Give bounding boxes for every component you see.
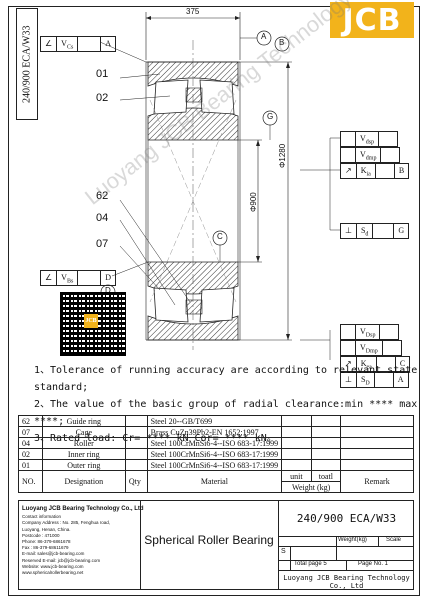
datum-b-circle xyxy=(274,36,290,52)
datum-a-label: A xyxy=(261,32,267,41)
frame-vbs-val: VBs xyxy=(57,271,79,285)
datum-c-label: C xyxy=(217,232,223,241)
callout-62: 62 xyxy=(96,190,109,202)
frame-sd-outer-val: SD xyxy=(357,373,375,387)
frame-kea-sym: ↗ xyxy=(341,357,357,371)
qr-badge: JCB xyxy=(84,314,98,328)
parts-header-row-2: Weight (kg) xyxy=(19,481,414,493)
model-number: 240/900 ECA/W33 xyxy=(296,511,397,525)
datum-d-label: D xyxy=(105,286,111,295)
frame-vdmp-outer: VDmp xyxy=(340,340,402,356)
frame-vcs-ref: A xyxy=(105,39,112,48)
frame-sd: ⊥ Sd G xyxy=(340,223,410,239)
frame-vdmp: Vdmp xyxy=(340,147,401,163)
s-label: S xyxy=(281,548,286,555)
frame-kea-ref: C xyxy=(399,359,406,368)
scale-label: Scale xyxy=(386,537,402,543)
bearing-title: Spherical Roller Bearing xyxy=(144,533,274,547)
inner-diameter-dimension: Φ900 xyxy=(249,192,258,212)
note-1: 1、Tolerance of running accuracy are acco… xyxy=(34,365,418,393)
frame-kia-sym: ↗ xyxy=(341,164,357,178)
frame-sd-outer: ⊥ SD A xyxy=(340,372,409,388)
frame-sd-outer-ref: A xyxy=(397,375,404,384)
callout-01: 01 xyxy=(96,68,109,80)
frame-vbs-sym: ∠ xyxy=(41,271,58,285)
parts-header-row: NO. Designation Qty Material unit toatl … xyxy=(18,470,414,493)
company-info: Luoyang JCB Bearing Technology Co., Ltd … xyxy=(22,506,144,576)
datum-b-label: B xyxy=(279,38,285,47)
company-name: Luoyang JCB Bearing Technology Co., Ltd xyxy=(22,506,144,512)
frame-vdsp-val: Vdsp xyxy=(356,132,380,146)
frame-kia: ↗ Kia B xyxy=(340,163,410,179)
total-pages: Total page 5 xyxy=(294,561,327,567)
frame-vdmp-outer-val: VDmp xyxy=(356,341,383,355)
width-dimension: 375 xyxy=(186,7,200,16)
logo-text: JCB xyxy=(342,2,402,38)
page-number: Page No. 1 xyxy=(358,561,389,567)
frame-vbs-ref: D xyxy=(105,273,112,282)
frame-kia-ref: B xyxy=(398,166,405,175)
callout-02: 02 xyxy=(96,92,109,104)
callout-07: 07 xyxy=(96,238,109,250)
outer-ring-top xyxy=(147,61,239,87)
company-footer: Luoyang JCB Bearing Technology Co., Ltd xyxy=(283,574,410,590)
frame-sd-outer-sym: ⊥ xyxy=(341,373,357,387)
frame-vcs-sym: ∠ xyxy=(41,37,58,51)
outer-diameter-dimension: Φ1280 xyxy=(278,143,287,168)
frame-vdsp-outer: VDsp xyxy=(340,324,400,340)
drawing-sheet xyxy=(8,6,420,596)
frame-sd-ref: G xyxy=(398,226,405,235)
datum-g-label: G xyxy=(267,112,274,121)
callout-04: 04 xyxy=(96,212,109,224)
title-block xyxy=(18,500,414,590)
rollers-top xyxy=(153,79,235,115)
frame-vcs-val: VCs xyxy=(57,37,79,51)
frame-vdmp-val: Vdmp xyxy=(356,148,382,162)
frame-vdsp-outer-val: VDsp xyxy=(356,325,381,339)
frame-vbs: ∠ VBs D xyxy=(40,270,117,286)
frame-vcs: ∠ VCs A xyxy=(40,36,117,52)
frame-kia-val: Kia xyxy=(357,164,376,178)
frame-kea-val: Kea xyxy=(357,357,377,371)
bearing-cross-section-drawing xyxy=(99,12,340,360)
frame-sd-val: Sd xyxy=(357,224,374,238)
frame-vdsp: Vdsp xyxy=(340,131,399,147)
frame-sd-sym: ⊥ xyxy=(341,224,357,238)
weight-label: Weight(kg) xyxy=(338,537,367,543)
frame-kea: ↗ Kea C xyxy=(340,356,411,372)
jcb-logo: JCB xyxy=(330,2,414,38)
rollers-bottom xyxy=(153,287,235,323)
